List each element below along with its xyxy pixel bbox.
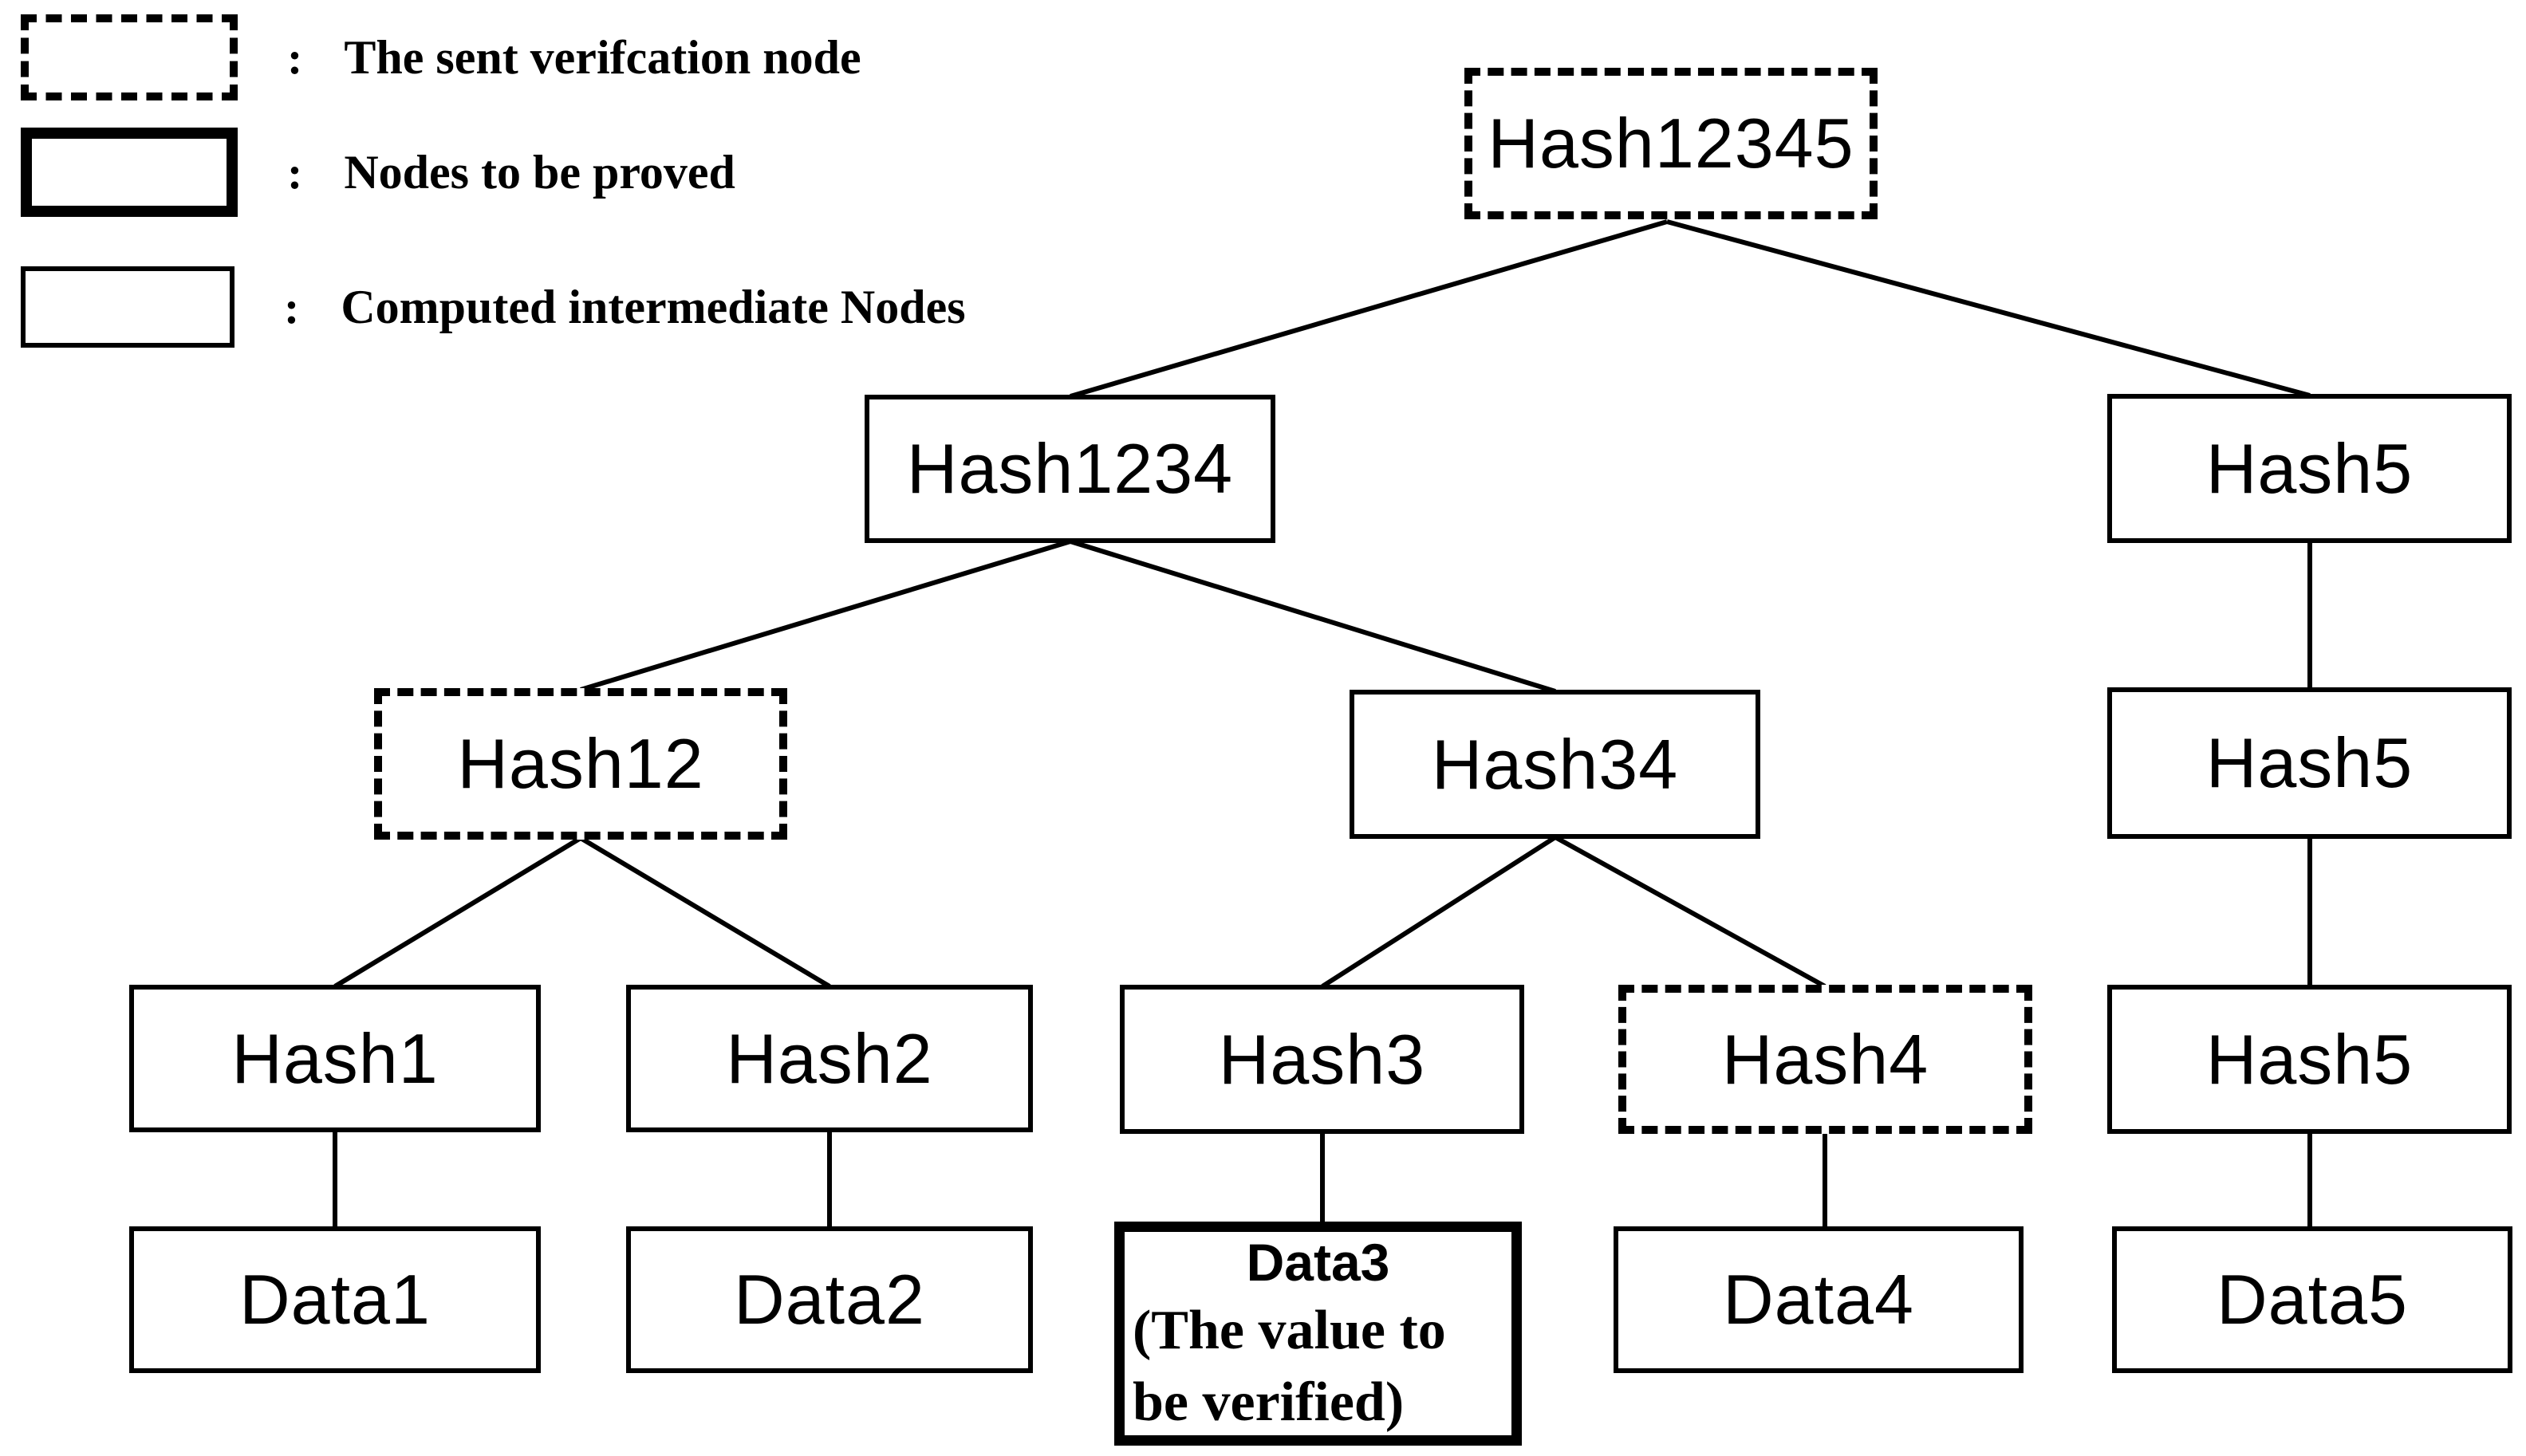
legend-swatch-dashed-box xyxy=(21,14,238,100)
node-label: Hash5 xyxy=(2205,723,2414,802)
node-hash5-bottom: Hash5 xyxy=(2107,985,2512,1134)
node-data4: Data4 xyxy=(1614,1226,2024,1373)
node-hash12345: Hash12345 xyxy=(1464,68,1878,219)
node-label: Hash5 xyxy=(2205,428,2414,508)
node-sublabel-line1: (The value to xyxy=(1133,1300,1446,1362)
node-label: Hash1 xyxy=(231,1018,439,1098)
node-label: Hash3 xyxy=(1218,1019,1426,1099)
edge-hash1234-hash34 xyxy=(1070,539,1556,694)
node-label: Hash12 xyxy=(457,724,704,803)
legend-item-sent-verification-node: : The sent verifcation node xyxy=(21,14,861,100)
node-data1: Data1 xyxy=(129,1226,541,1373)
node-hash1: Hash1 xyxy=(129,985,541,1132)
legend-label: Nodes to be proved xyxy=(344,145,735,199)
node-hash2: Hash2 xyxy=(626,985,1033,1132)
legend-item-nodes-to-be-proved: : Nodes to be proved xyxy=(21,128,735,217)
legend-swatch-thin-box xyxy=(21,266,234,348)
node-sublabel-line2: be verified) xyxy=(1133,1371,1405,1433)
node-label: Hash34 xyxy=(1431,724,1679,804)
node-label: Data2 xyxy=(734,1260,925,1339)
node-hash5-top: Hash5 xyxy=(2107,394,2512,543)
node-hash3: Hash3 xyxy=(1120,985,1524,1134)
edge-hash12-hash2 xyxy=(579,836,831,989)
edge-hash34-hash4 xyxy=(1554,835,1827,989)
node-label: Hash12345 xyxy=(1488,104,1854,183)
node-label: Hash4 xyxy=(1721,1019,1929,1099)
legend-separator: : xyxy=(284,281,300,333)
legend-separator: : xyxy=(287,146,303,199)
legend-swatch-thick-box xyxy=(21,128,238,217)
edge-hash12-hash1 xyxy=(333,836,582,989)
edge-hash12345-hash1234 xyxy=(1070,219,1668,399)
node-hash12: Hash12 xyxy=(374,688,787,840)
node-data3: Data3 (The value to be verified) xyxy=(1114,1222,1522,1446)
node-hash34: Hash34 xyxy=(1350,690,1760,839)
node-hash4: Hash4 xyxy=(1618,985,2032,1134)
legend-label: The sent verifcation node xyxy=(344,30,861,84)
legend-label: Computed intermediate Nodes xyxy=(341,280,966,333)
legend-separator: : xyxy=(287,31,303,84)
node-label: Hash1234 xyxy=(906,429,1234,508)
node-data2: Data2 xyxy=(626,1226,1033,1373)
edge-hash1234-hash12 xyxy=(580,539,1071,692)
node-data5: Data5 xyxy=(2112,1226,2512,1373)
node-label: Data4 xyxy=(1723,1260,1914,1339)
legend-item-computed-intermediate-nodes: : Computed intermediate Nodes xyxy=(21,266,966,348)
node-hash1234: Hash1234 xyxy=(865,395,1275,543)
node-label: Data5 xyxy=(2217,1260,2408,1339)
node-label: Hash5 xyxy=(2205,1019,2414,1099)
edge-hash12345-hash5-top xyxy=(1666,219,2311,398)
node-label: Data3 xyxy=(1246,1232,1390,1292)
edge-hash34-hash3 xyxy=(1321,835,1557,989)
node-hash5-mid: Hash5 xyxy=(2107,687,2512,839)
node-label: Hash2 xyxy=(726,1018,933,1098)
node-label: Data1 xyxy=(239,1260,431,1339)
